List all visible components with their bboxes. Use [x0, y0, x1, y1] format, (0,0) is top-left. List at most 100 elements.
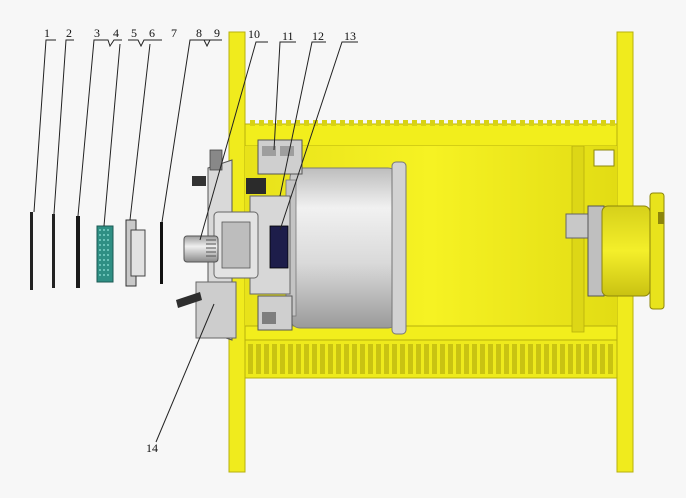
top-tooth	[511, 120, 516, 126]
top-tooth	[358, 120, 363, 126]
seal-dot	[107, 259, 109, 261]
top-tooth	[412, 120, 417, 126]
gear-tooth	[288, 344, 293, 374]
gear-tooth	[264, 344, 269, 374]
gear-tooth	[576, 344, 581, 374]
callout-10: 10	[248, 27, 260, 41]
top-tooth	[592, 120, 597, 126]
top-tooth	[331, 120, 336, 126]
top-tooth	[475, 120, 480, 126]
seal-dot	[107, 239, 109, 241]
top-tooth	[259, 120, 264, 126]
drum-top-teeth	[250, 120, 615, 126]
seal-dot	[99, 249, 101, 251]
part-1-retaining-ring	[30, 212, 33, 290]
gear-tooth	[432, 344, 437, 374]
shaft-splines	[206, 239, 216, 257]
seal-dot	[107, 254, 109, 256]
brake-flange-assembly	[565, 192, 665, 310]
flange-bolt	[658, 212, 664, 224]
leader-2	[53, 39, 74, 215]
seal-dot	[103, 244, 105, 246]
part-7-bearing-inner	[130, 229, 146, 277]
leader-14	[155, 303, 215, 443]
gear-tooth	[352, 344, 357, 374]
top-tooth	[295, 120, 300, 126]
seal-dot	[99, 254, 101, 256]
gear-tooth	[400, 344, 405, 374]
gear-tooth	[360, 344, 365, 374]
gear-tooth	[320, 344, 325, 374]
top-tooth	[430, 120, 435, 126]
gear-tooth	[304, 344, 309, 374]
seal-dot	[107, 269, 109, 271]
callout-14: 14	[146, 441, 158, 455]
gear-tooth	[584, 344, 589, 374]
top-tooth	[538, 120, 543, 126]
top-tooth	[529, 120, 534, 126]
leader-11	[273, 41, 296, 151]
gear-tooth	[504, 344, 509, 374]
gear-tooth	[272, 344, 277, 374]
part-3-circlip	[76, 216, 80, 288]
gear-tooth	[392, 344, 397, 374]
callout-8: 8	[196, 26, 202, 40]
seal-dot	[103, 259, 105, 261]
housing-lower-lug	[195, 281, 237, 339]
gear-tooth	[248, 344, 253, 374]
gear-tooth	[472, 344, 477, 374]
top-tooth	[574, 120, 579, 126]
leader-12	[279, 41, 326, 197]
gear-tooth	[256, 344, 261, 374]
callout-6: 6	[149, 26, 155, 40]
callout-12: 12	[312, 29, 324, 43]
top-tooth	[610, 120, 615, 126]
gear-tooth	[368, 344, 373, 374]
exploded-parts	[30, 212, 163, 290]
top-tooth	[376, 120, 381, 126]
sun-gear	[221, 221, 251, 269]
seal-dot	[103, 254, 105, 256]
gear-tooth	[448, 344, 453, 374]
end-flange	[601, 205, 651, 297]
seal-dot	[107, 229, 109, 231]
top-tooth	[601, 120, 606, 126]
friction-plates	[269, 225, 289, 269]
top-tooth	[403, 120, 408, 126]
seal-dot	[99, 274, 101, 276]
bracket-5-6	[128, 39, 162, 48]
drum-gear-teeth	[248, 344, 613, 374]
leader-13	[279, 41, 358, 231]
top-tooth	[547, 120, 552, 126]
seal-ring-upper	[246, 178, 266, 194]
callout-13: 13	[344, 29, 356, 43]
top-tooth	[304, 120, 309, 126]
gear-tooth	[416, 344, 421, 374]
motor-end-cap	[391, 161, 407, 335]
seal-dot	[103, 269, 105, 271]
bracket-8-9	[196, 39, 222, 48]
top-tooth	[277, 120, 282, 126]
gear-tooth	[440, 344, 445, 374]
callout-1: 1	[44, 26, 50, 40]
top-tooth	[439, 120, 444, 126]
gear-tooth	[480, 344, 485, 374]
leader-lines	[33, 39, 358, 443]
top-tooth	[349, 120, 354, 126]
top-tooth	[394, 120, 399, 126]
top-tooth	[565, 120, 570, 126]
gear-tooth	[496, 344, 501, 374]
top-tooth	[286, 120, 291, 126]
gear-tooth	[552, 344, 557, 374]
gear-tooth	[456, 344, 461, 374]
leader-1	[33, 39, 56, 213]
top-tooth	[466, 120, 471, 126]
callout-labels: 1 2 3 4 5 6 7 8 9 10 11 12 13 14	[44, 26, 356, 455]
seal-dot	[107, 244, 109, 246]
bolt-lower	[262, 312, 276, 324]
top-tooth	[493, 120, 498, 126]
callout-4: 4	[113, 26, 119, 40]
end-flange-rim	[649, 192, 665, 310]
seal-dot	[103, 274, 105, 276]
leader-4-5	[103, 43, 121, 227]
